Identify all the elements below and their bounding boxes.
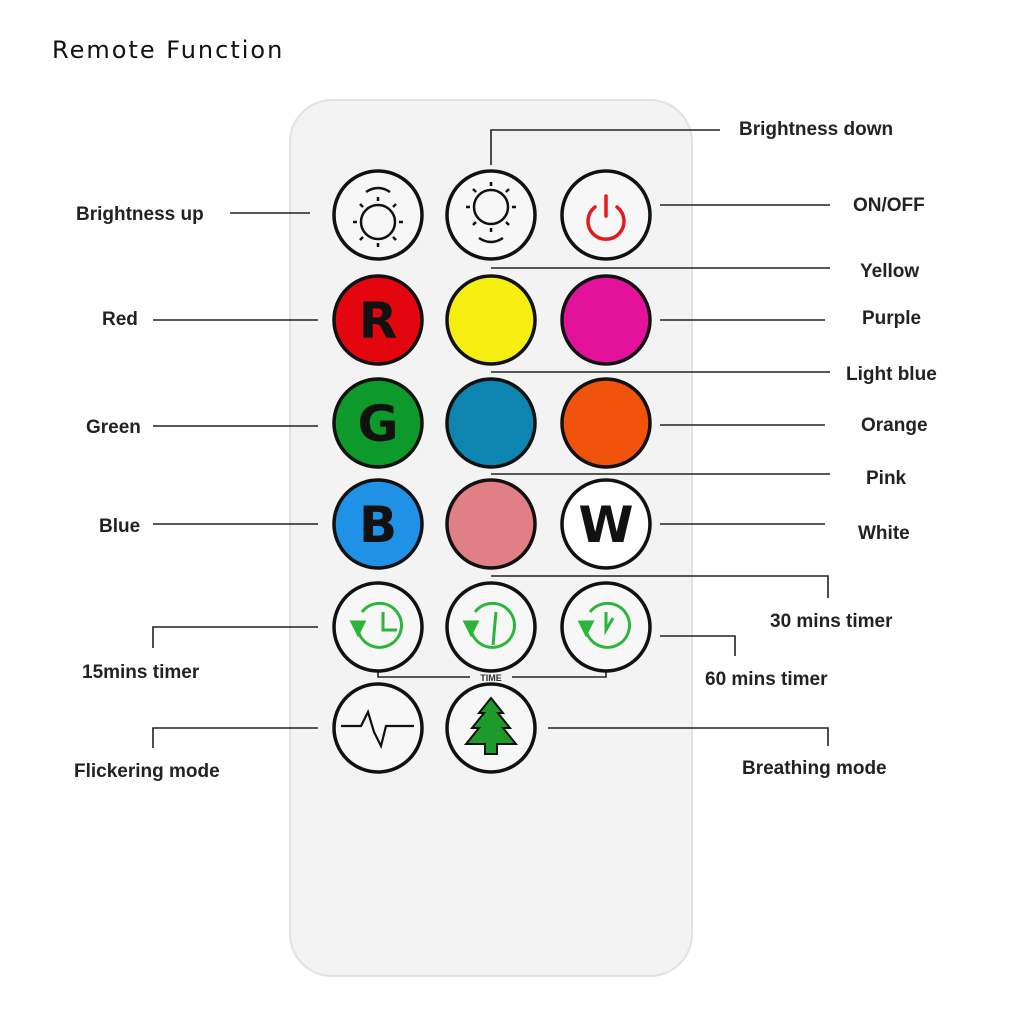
- time-label: TIME: [480, 673, 502, 683]
- label-brightness-up: Brightness up: [76, 204, 204, 225]
- red-button[interactable]: R: [332, 274, 424, 366]
- timer-30-button[interactable]: [445, 581, 537, 673]
- label-light-blue: Light blue: [846, 364, 937, 385]
- white-letter: W: [578, 496, 633, 554]
- clock-icon: [349, 601, 403, 649]
- label-yellow: Yellow: [860, 261, 919, 282]
- timer-15-button[interactable]: [332, 581, 424, 673]
- breathing-mode-button[interactable]: [445, 682, 537, 774]
- blue-letter: B: [359, 496, 397, 554]
- label-brightness-down: Brightness down: [739, 119, 893, 140]
- red-letter: R: [359, 292, 398, 350]
- yellow-button[interactable]: [445, 274, 537, 366]
- page-title: Remote Function: [52, 36, 284, 64]
- pulse-icon: [341, 709, 414, 750]
- purple-button[interactable]: [560, 274, 652, 366]
- on-off-button[interactable]: [560, 169, 652, 261]
- label-15-mins-timer: 15mins timer: [82, 662, 200, 683]
- label-flickering-mode: Flickering mode: [74, 761, 220, 782]
- brightness-up-button[interactable]: [332, 169, 424, 261]
- label-purple: Purple: [862, 308, 921, 329]
- green-button[interactable]: G: [332, 377, 424, 469]
- pink-button[interactable]: [445, 478, 537, 570]
- label-green: Green: [86, 417, 141, 438]
- label-blue: Blue: [99, 516, 140, 537]
- label-on-off: ON/OFF: [853, 195, 925, 216]
- clock-icon: [462, 601, 516, 649]
- sun-down-icon: [466, 182, 516, 244]
- sun-up-icon: [353, 186, 403, 247]
- green-letter: G: [357, 395, 398, 453]
- clock-icon: [577, 601, 631, 649]
- label-orange: Orange: [861, 415, 928, 436]
- flickering-mode-button[interactable]: [332, 682, 424, 774]
- light-blue-button[interactable]: [445, 377, 537, 469]
- white-button[interactable]: W: [560, 478, 652, 570]
- tree-icon: [463, 696, 519, 755]
- timer-60-button[interactable]: [560, 581, 652, 673]
- blue-button[interactable]: B: [332, 478, 424, 570]
- label-30-mins-timer: 30 mins timer: [770, 611, 893, 632]
- brightness-down-button[interactable]: [445, 169, 537, 261]
- label-breathing-mode: Breathing mode: [742, 758, 887, 779]
- label-red: Red: [102, 309, 138, 330]
- label-white: White: [858, 523, 910, 544]
- label-60-mins-timer: 60 mins timer: [705, 669, 828, 690]
- orange-button[interactable]: [560, 377, 652, 469]
- power-icon: [586, 194, 626, 241]
- label-pink: Pink: [866, 468, 907, 489]
